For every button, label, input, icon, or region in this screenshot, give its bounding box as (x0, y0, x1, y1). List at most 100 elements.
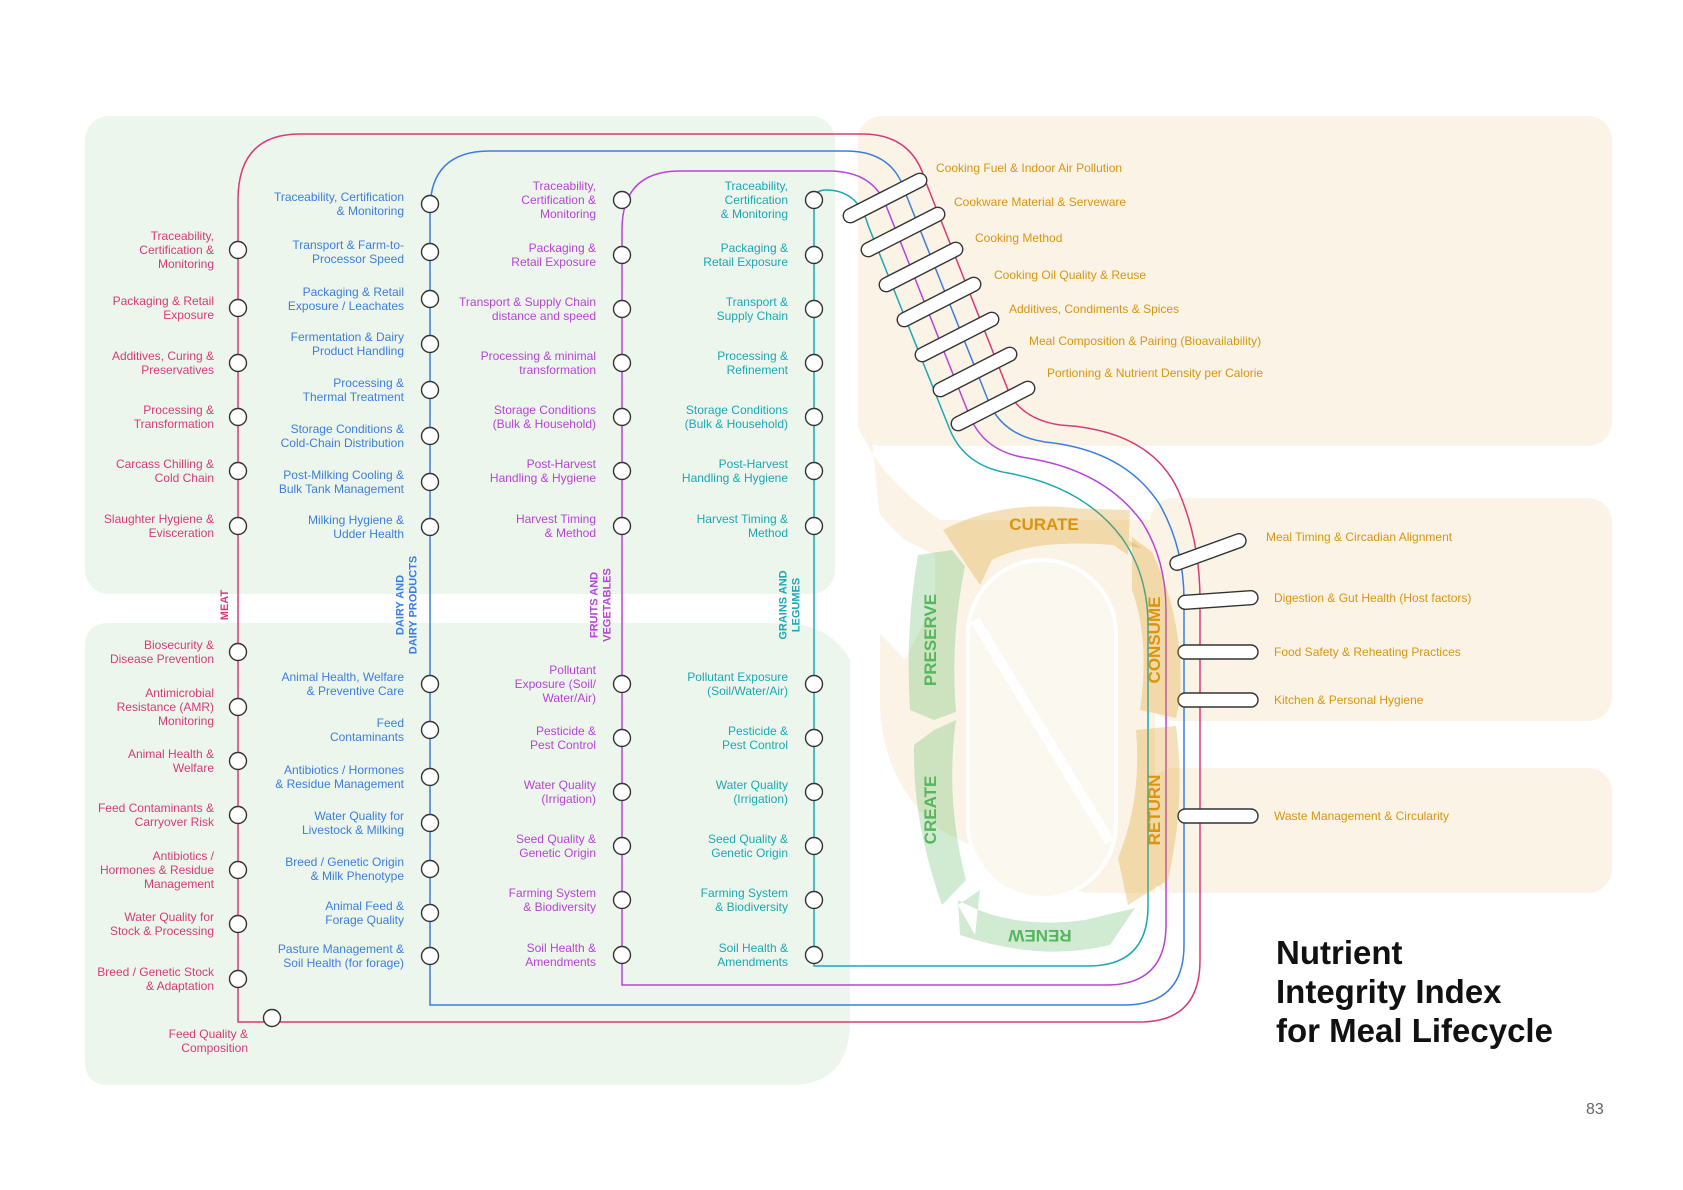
meat-station-top (228, 353, 248, 373)
green-panel-top (85, 116, 835, 594)
grains-station-label-line: & Biodiversity (715, 900, 788, 914)
meat-station-top (228, 516, 248, 536)
grains-station-label: Soil Health &Amendments (717, 941, 788, 969)
meat-station-label-line: Antimicrobial (145, 686, 214, 700)
dairy-station-label-line: Water Quality for (314, 809, 404, 823)
dairy-station-label-line: Processing & (333, 376, 404, 390)
grains-route-line (813, 189, 1149, 967)
grains-station-top (804, 190, 824, 210)
grains-station-bottom (804, 728, 824, 748)
meat-station-label: Carcass Chilling &Cold Chain (116, 457, 214, 485)
dairy-station-label-line: Livestock & Milking (302, 823, 404, 837)
dairy-line-name-line: DAIRY PRODUCTS (408, 556, 420, 654)
renew-arrow (958, 890, 1135, 952)
consumer-vertical-bar (1169, 533, 1247, 571)
grains-station-label-line: Soil Health & (719, 941, 788, 955)
meat-station-label-line: Slaughter Hygiene & (104, 512, 214, 526)
consumer-vertical-label: Digestion & Gut Health (Host factors) (1274, 591, 1471, 605)
grains-station-label-line: Retail Exposure (703, 255, 788, 269)
renew-label: RENEW (1007, 926, 1071, 945)
dairy-station-label-line: Traceability, Certification (274, 190, 404, 204)
consumer-vertical-bar (1177, 589, 1259, 611)
meat-station-label: Traceability,Certification &Monitoring (139, 229, 214, 271)
consumer-diagonal-bar (914, 311, 1000, 363)
meat-route-line (237, 133, 1201, 1023)
return-arrow (1118, 726, 1180, 905)
dairy-station-label-line: Exposure / Leachates (288, 299, 404, 313)
grains-station-bottom (804, 674, 824, 694)
meat-station-label: Slaughter Hygiene &Evisceration (104, 512, 214, 540)
station-labels: Traceability,Certification &MonitoringPa… (97, 161, 1471, 1055)
dairy-station-label: Processing &Thermal Treatment (303, 376, 405, 404)
consumer-diagonal-bar (878, 241, 964, 293)
fruits-station-bottom (612, 890, 632, 910)
fruits-station-label: Traceability,Certification &Monitoring (521, 179, 596, 221)
meat-line-name-line: MEAT (219, 590, 231, 621)
cream-panel-top (858, 116, 1612, 446)
grains-station-label: Farming System& Biodiversity (701, 886, 788, 914)
dairy-station-label-line: Forage Quality (325, 913, 404, 927)
dairy-station-top (420, 426, 440, 446)
grains-line-name: GRAINS ANDLEGUMES (778, 570, 803, 639)
consumer-station-bars (842, 172, 1259, 824)
route-lines (237, 133, 1201, 1023)
meat-station-label: Biosecurity &Disease Prevention (110, 638, 214, 666)
meat-station-label-line: Exposure (163, 308, 214, 322)
grains-station-label-line: Storage Conditions (686, 403, 788, 417)
meat-station-top (228, 298, 248, 318)
meat-end-label-line: Feed Quality & (169, 1027, 248, 1041)
fruits-station-label-line: Exposure (Soil/ (515, 677, 597, 691)
dairy-station-label-line: Animal Feed & (325, 899, 404, 913)
consumer-vertical-label: Food Safety & Reheating Practices (1274, 645, 1461, 659)
fruits-station-label-line: (Irrigation) (541, 792, 596, 806)
meat-station-bottom (228, 642, 248, 662)
meat-end-station (262, 1008, 282, 1028)
meat-station-label: Animal Health &Welfare (128, 747, 214, 775)
meat-station-label-line: Cold Chain (155, 471, 214, 485)
fruits-station-label: Water Quality(Irrigation) (524, 778, 596, 806)
meat-station-top (228, 407, 248, 427)
grains-station-label-line: Certification (725, 193, 788, 207)
dairy-station-label-line: Post-Milking Cooling & (283, 468, 404, 482)
grains-station-label-line: Pest Control (722, 738, 788, 752)
green-panel-connector (835, 440, 935, 660)
meat-station-label: Additives, Curing &Preservatives (112, 349, 214, 377)
grains-station-label: Harvest Timing &Method (697, 512, 788, 540)
fruits-station-label-line: Pest Control (530, 738, 596, 752)
dairy-station-label: Pasture Management &Soil Health (for for… (278, 942, 404, 970)
consumer-diagonal-label: Meal Composition & Pairing (Bioavailabil… (1029, 334, 1261, 348)
dairy-station-bottom (420, 946, 440, 966)
dairy-station-label-line: Storage Conditions & (291, 422, 404, 436)
fruits-station-label-line: Pesticide & (536, 724, 596, 738)
dairy-station-label: Milking Hygiene &Udder Health (308, 513, 404, 541)
meat-station-bottom (228, 805, 248, 825)
dairy-station-label-line: Product Handling (312, 344, 404, 358)
fruits-station-label-line: Certification & (521, 193, 596, 207)
dairy-station-label-line: & Milk Phenotype (311, 869, 405, 883)
dairy-station-label-line: Milking Hygiene & (308, 513, 404, 527)
fruits-station-bottom (612, 728, 632, 748)
grains-station-label: Transport &Supply Chain (717, 295, 788, 323)
dairy-station-label-line: Antibiotics / Hormones (284, 763, 404, 777)
dairy-station-label-line: Soil Health (for forage) (283, 956, 404, 970)
meat-station-label-line: Biosecurity & (144, 638, 214, 652)
grains-station-top (804, 407, 824, 427)
create-label: CREATE (921, 776, 940, 845)
meat-station-top (228, 240, 248, 260)
dairy-station-label-line: & Monitoring (337, 204, 404, 218)
meat-station-bottom (228, 860, 248, 880)
grains-line-name-line: LEGUMES (791, 578, 803, 632)
dairy-station-bottom (420, 720, 440, 740)
consume-label: CONSUME (1145, 597, 1164, 684)
consumer-vertical-bar (1177, 644, 1259, 660)
fruits-station-bottom (612, 945, 632, 965)
fruits-station-bottom (612, 836, 632, 856)
fruits-station-label-line: Water/Air) (542, 691, 596, 705)
fruits-station-label-line: Post-Harvest (527, 457, 597, 471)
meat-station-bottom (228, 697, 248, 717)
